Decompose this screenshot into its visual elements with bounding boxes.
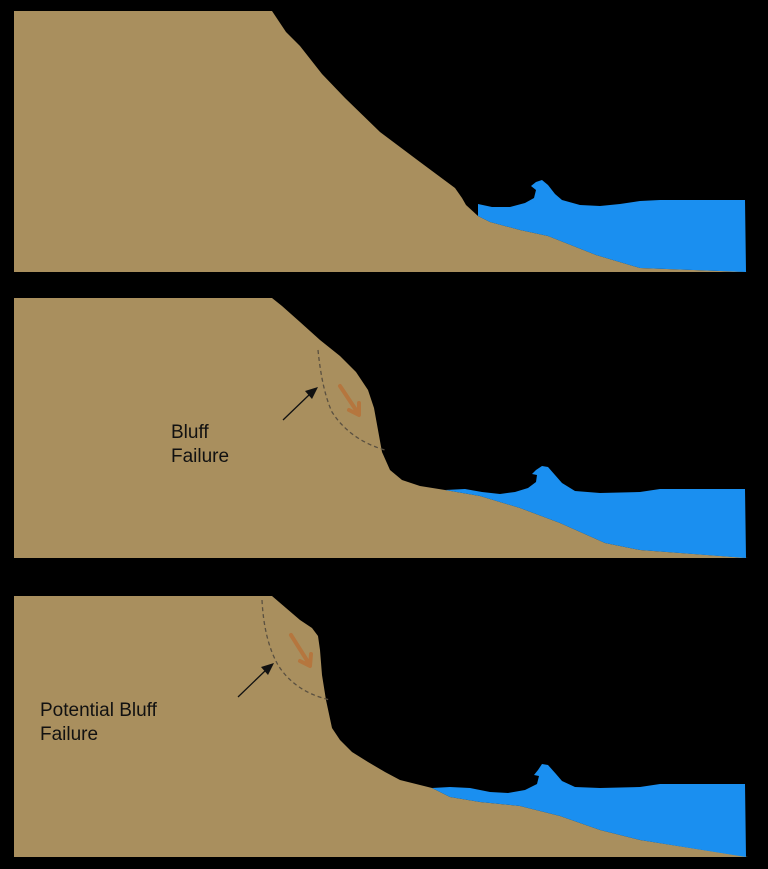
label-line-1: Potential Bluff	[40, 700, 157, 721]
potential-bluff-failure-label: Potential Bluff Failure	[40, 699, 157, 747]
pointer-arrow-3	[237, 663, 274, 698]
pointer-arrow-2	[282, 387, 318, 421]
label-line-1: Bluff	[171, 422, 209, 443]
slip-direction-arrow-2	[338, 384, 361, 417]
label-line-2: Failure	[171, 446, 230, 467]
panel-2	[14, 298, 748, 558]
panel-1	[14, 11, 748, 272]
water-1	[478, 180, 746, 272]
failure-surface-line-2	[317, 349, 386, 451]
label-line-2: Failure	[40, 724, 99, 745]
sand-bluff-2	[14, 298, 748, 558]
sand-bluff-1	[14, 11, 748, 272]
slip-direction-arrow-3	[289, 633, 313, 668]
bluff-failure-label: Bluff Failure	[171, 421, 229, 469]
sand-bluff-3	[14, 596, 748, 857]
panel-3	[14, 596, 748, 857]
water-3	[432, 764, 746, 857]
failure-surface-line-3	[261, 599, 331, 701]
water-2	[445, 466, 746, 558]
